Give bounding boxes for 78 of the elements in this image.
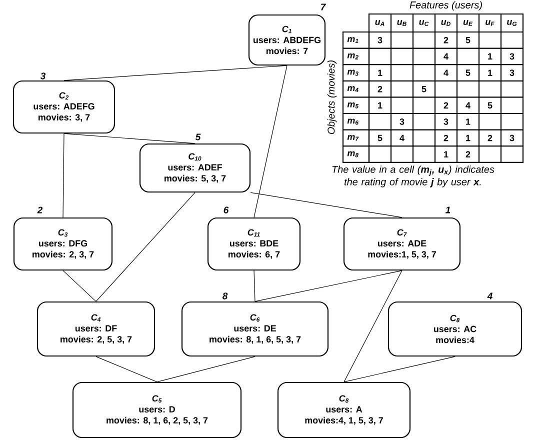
concept-box: C$_{10}$ users: ADEF movies: 5, 3, 7 [139, 143, 251, 193]
count-label: 4 [487, 292, 492, 300]
rating-cell: 3 [510, 53, 514, 60]
rating-cell: 3 [444, 118, 448, 125]
concept-box: C$_{8}$ users: AC movies:4 [388, 301, 522, 357]
column-header: u$_{F}$ [486, 20, 494, 26]
rating-cell: 3 [400, 118, 404, 125]
concept-box: C$_{5}$ users: D movies: 8, 1, 6, 2, 5, 3, 7 [72, 382, 242, 438]
rating-cell: 4 [400, 134, 404, 142]
count-label: 7 [321, 4, 326, 10]
concept-box: C$_{7}$ users: ADE movies:1, 5, 3, 7 [343, 217, 461, 271]
count-label: 2 [37, 206, 43, 214]
rating-cell: 3 [510, 134, 514, 142]
row-header: m$_{8}$ [347, 151, 358, 158]
column-header: u$_{G}$ [507, 20, 517, 26]
rating-cell: 1 [378, 70, 382, 76]
rating-cell: 3 [510, 70, 514, 76]
connector-line [344, 270, 402, 382]
rating-cell: 1 [444, 151, 448, 158]
row-header: m$_{1}$ [347, 37, 358, 44]
concept-box: C$_{6}$ users: DE movies: 8, 1, 6, 5, 3, 7 [181, 301, 329, 357]
connector-line [254, 270, 402, 302]
rating-cell: 5 [488, 102, 492, 109]
concept-box: C$_{2}$ users: ADEFG movies: 3, 7 [12, 80, 116, 134]
concept-box: C$_{3}$ users: DFG movies: 2, 3, 7 [13, 217, 113, 271]
row-header: m$_{6}$ [347, 118, 359, 125]
connector-line [250, 192, 402, 218]
connector-line [64, 65, 288, 81]
rating-cell: 1 [466, 118, 470, 125]
connector-line [344, 356, 456, 382]
column-header: u$_{D}$ [441, 20, 450, 26]
count-label: 5 [195, 134, 201, 140]
row-header: m$_{4}$ [347, 86, 358, 92]
rating-cell: 5 [422, 86, 426, 92]
row-header: m$_{3}$ [347, 70, 358, 76]
rating-cell: 1 [488, 70, 492, 76]
rating-cell: 5 [466, 36, 470, 44]
table-caption: The value in a cell (m$_{j}$, u$_{x}$) indicates the rating of movie j by user x. [332, 166, 494, 188]
column-header: u$_{E}$ [463, 20, 473, 26]
connector-line [62, 270, 96, 302]
concept-box: C$_{1}$ users: ABDEFG movies: 7 [248, 14, 326, 66]
rating-cell: 2 [444, 134, 448, 142]
count-label: 6 [224, 206, 229, 214]
rating-cell: 3 [378, 36, 382, 44]
column-header: u$_{C}$ [419, 20, 429, 26]
column-header: u$_{A}$ [375, 20, 384, 26]
rating-cell: 1 [466, 134, 470, 142]
rating-cell: 2 [378, 86, 382, 92]
rating-cell: 5 [466, 70, 470, 76]
rating-cell: 4 [444, 70, 448, 76]
connector-line [96, 356, 158, 382]
rating-cell: 2 [444, 36, 448, 44]
rating-cell: 4 [466, 102, 470, 108]
count-label: 3 [40, 72, 46, 80]
row-header: m$_{5}$ [347, 102, 359, 108]
connector-line [254, 65, 288, 218]
axis-title: Objects (movies) [327, 60, 337, 134]
concept-box: C$_{4}$ users: DF movies: 2, 5, 3, 7 [36, 301, 156, 357]
connector-line [96, 192, 196, 302]
rating-cell: 4 [444, 53, 448, 60]
rating-cell: 2 [488, 134, 492, 142]
rating-cell: 1 [378, 102, 382, 108]
column-header: u$_{B}$ [397, 20, 406, 26]
connector-line [64, 133, 196, 144]
connector-line [156, 356, 256, 382]
connector-line [62, 133, 64, 218]
row-header: m$_{7}$ [347, 135, 359, 141]
row-header: m$_{2}$ [347, 53, 358, 60]
rating-cell: 1 [488, 53, 492, 60]
concept-box: C$_{8}$ users: A movies:4, 1, 5, 3, 7 [277, 382, 411, 438]
rating-cell: 2 [444, 102, 448, 109]
concept-box: C$_{11}$ users: BDE movies: 6, 7 [207, 217, 301, 271]
connector-line [254, 270, 256, 302]
rating-cell: 5 [378, 134, 382, 142]
rating-cell: 2 [466, 151, 470, 158]
axis-title: Features (users) [410, 1, 482, 10]
count-label: 1 [446, 206, 450, 214]
count-label: 8 [222, 292, 228, 300]
